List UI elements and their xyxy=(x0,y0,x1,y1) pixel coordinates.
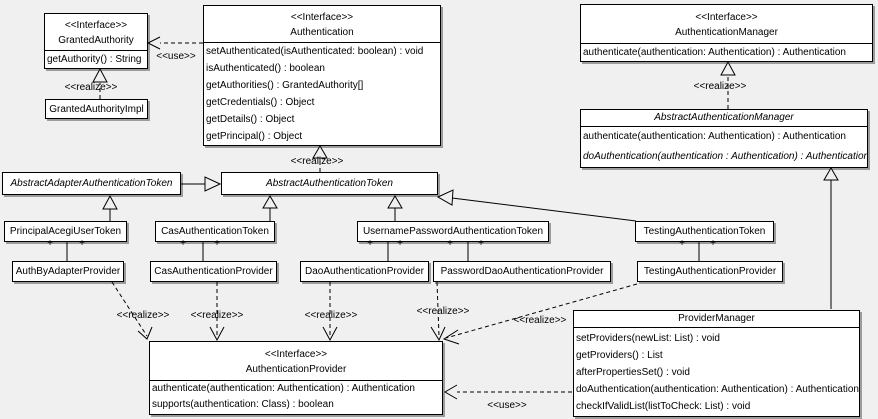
label-use: <<use>> xyxy=(487,400,527,411)
class-name: AuthByAdapterProvider xyxy=(15,266,121,277)
class-dao-authentication-provider: DaoAuthenticationProvider xyxy=(300,261,429,282)
method: setProviders(newList: List) : void xyxy=(576,333,720,344)
class-cas-authentication-provider: CasAuthenticationProvider xyxy=(150,261,277,282)
stereotype: <<Interface>> xyxy=(695,12,758,23)
method: authenticate(authentication: Authenticat… xyxy=(583,47,846,58)
label-realize: <<realize>> xyxy=(304,310,358,321)
method: getPrincipal() : Object xyxy=(206,131,303,142)
edge-gen-cas-to-abstracttoken xyxy=(262,195,278,221)
method: getCredentials() : Object xyxy=(206,97,315,108)
class-abstract-authentication-token: AbstractAuthenticationToken xyxy=(221,172,438,195)
edge-gen-providermanager-to-abstractmanager xyxy=(823,167,839,309)
edge-use-authentication-to-grantedauthority xyxy=(146,36,203,50)
class-name: CasAuthenticationProvider xyxy=(154,266,273,277)
multiplicity-plus: + xyxy=(679,238,685,249)
multiplicity-plus: + xyxy=(79,238,85,249)
class-name: UsernamePasswordAuthenticationToken xyxy=(362,226,544,237)
label-realize: <<realize>> xyxy=(416,306,470,317)
class-name: PrincipalAcegiUserToken xyxy=(9,226,122,237)
method: authenticate(authentication: Authenticat… xyxy=(152,383,415,394)
class-password-dao-authentication-provider: PasswordDaoAuthenticationProvider xyxy=(433,261,611,282)
class-authentication-provider: <<Interface>> AuthenticationProvider aut… xyxy=(149,341,443,415)
multiplicity-plus: + xyxy=(214,238,220,249)
multiplicity-plus: + xyxy=(478,238,484,249)
label-realize: <<realize>> xyxy=(290,156,344,167)
method: afterPropertiesSet() : void xyxy=(576,367,690,378)
class-name: AbstractAdapterAuthenticationToken xyxy=(10,178,173,189)
class-abstract-adapter-authentication-token: AbstractAdapterAuthenticationToken xyxy=(2,172,181,195)
method: isAuthenticated() : boolean xyxy=(206,63,325,74)
multiplicity-plus: + xyxy=(180,238,186,249)
class-name: AuthenticationProvider xyxy=(245,364,347,375)
method: doAuthentication(authentication: Authent… xyxy=(576,384,859,395)
method: getAuthority() : String xyxy=(47,54,142,65)
label-realize: <<realize>> xyxy=(693,81,747,92)
method: supports(authentication: Class) : boolea… xyxy=(152,399,334,410)
method: getDetails() : Object xyxy=(206,114,295,125)
edge-gen-principal-to-adapter xyxy=(102,194,118,221)
label-realize: <<realize>> xyxy=(64,82,118,93)
class-username-password-authentication-token: UsernamePasswordAuthenticationToken xyxy=(357,221,549,242)
stereotype: <<Interface>> xyxy=(64,20,128,31)
class-name: GrantedAuthority xyxy=(58,35,134,46)
class-name: PasswordDaoAuthenticationProvider xyxy=(440,266,604,277)
method: setAuthenticated(isAuthenticated: boolea… xyxy=(206,46,424,57)
method: getAuthorities() : GrantedAuthority[] xyxy=(206,80,364,91)
class-name: DaoAuthenticationProvider xyxy=(305,266,424,277)
stereotype: <<Interface>> xyxy=(290,12,354,23)
class-principal-acegi-user-token: PrincipalAcegiUserToken xyxy=(4,221,127,242)
multiplicity-plus: + xyxy=(367,238,373,249)
class-granted-authority-impl: GrantedAuthorityImpl xyxy=(45,99,148,119)
edge-gen-adapter-to-abstracttoken xyxy=(181,176,222,192)
class-name: GrantedAuthorityImpl xyxy=(49,103,144,115)
label-realize: <<realize>> xyxy=(116,310,170,321)
method: getProviders() : List xyxy=(576,350,663,361)
class-name: TestingAuthenticationToken xyxy=(643,226,766,237)
multiplicity-plus: + xyxy=(447,238,453,249)
method: doAuthentication(authentication : Authen… xyxy=(583,151,867,162)
class-name: AuthenticationManager xyxy=(675,27,778,38)
label-realize: <<realize>> xyxy=(190,310,244,321)
class-authentication-manager: <<Interface>> AuthenticationManager auth… xyxy=(580,4,873,62)
class-name: AbstractAuthenticationToken xyxy=(266,178,393,189)
class-abstract-authentication-manager: AbstractAuthenticationManager authentica… xyxy=(580,109,868,168)
multiplicity-plus: + xyxy=(710,238,716,249)
class-authentication: <<Interface>> Authentication setAuthenti… xyxy=(203,5,441,146)
class-granted-authority: <<Interface>> GrantedAuthority getAuthor… xyxy=(44,13,148,69)
stereotype: <<Interface>> xyxy=(264,349,328,360)
label-realize: <<realize>> xyxy=(513,315,567,326)
method: checkIfValidList(listToCheck: List) : vo… xyxy=(576,401,751,412)
class-cas-authentication-token: CasAuthenticationToken xyxy=(155,221,275,242)
class-testing-authentication-token: TestingAuthenticationToken xyxy=(635,221,774,242)
multiplicity-plus: + xyxy=(397,238,403,249)
method: authenticate(authentication: Authenticat… xyxy=(583,131,846,142)
class-testing-authentication-provider: TestingAuthenticationProvider xyxy=(637,261,783,282)
class-name: CasAuthenticationToken xyxy=(161,226,269,237)
class-provider-manager: ProviderManager setProviders(newList: Li… xyxy=(573,310,860,417)
edge-gen-usernamepassword-to-abstracttoken xyxy=(387,195,403,221)
multiplicity-plus: + xyxy=(47,238,53,249)
class-name: AbstractAuthenticationManager xyxy=(581,110,867,127)
label-use: <<use>> xyxy=(156,51,196,62)
class-name: Authentication xyxy=(290,27,354,38)
class-name: TestingAuthenticationProvider xyxy=(643,266,777,277)
edge-gen-testing-to-abstracttoken xyxy=(436,189,637,222)
class-name: ProviderManager xyxy=(574,311,859,328)
edge-use-providermanager-to-authenticationprovider xyxy=(444,384,572,400)
class-auth-by-adapter-provider: AuthByAdapterProvider xyxy=(12,261,124,282)
